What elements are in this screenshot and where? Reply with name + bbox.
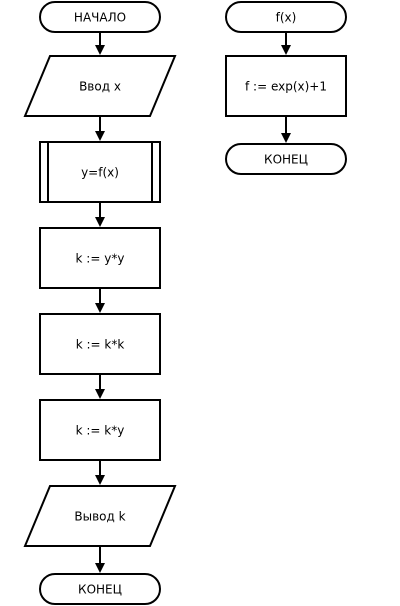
terminator-label: НАЧАЛО <box>74 11 126 25</box>
main-step2-block: k := k*k <box>39 313 161 375</box>
step1-label: k := y*y <box>76 252 125 266</box>
process-shape <box>39 313 161 375</box>
terminator-shape <box>39 1 161 33</box>
terminator-shape <box>225 1 347 33</box>
terminator-label: КОНЕЦ <box>264 153 308 167</box>
output-parallelogram <box>23 485 177 547</box>
input-label: Ввод x <box>79 80 121 94</box>
call-label: y=f(x) <box>81 166 119 180</box>
arrowhead-input <box>95 45 105 55</box>
arrowhead-fstep <box>281 45 291 55</box>
terminator-shape <box>39 573 161 605</box>
function-connectors <box>281 32 291 143</box>
main-connectors <box>95 32 105 573</box>
main-call-block: y=f(x) <box>39 141 161 203</box>
arrowhead-output <box>95 475 105 485</box>
process-shape <box>225 55 347 117</box>
fstep1-label: f := exp(x)+1 <box>245 80 327 94</box>
terminator-label: f(x) <box>276 11 297 25</box>
function-start-terminator: f(x) <box>225 1 347 33</box>
main-step3-block: k := k*y <box>39 399 161 461</box>
main-output-block: Вывод k <box>23 485 177 547</box>
terminator-shape <box>225 143 347 175</box>
main-end-terminator: КОНЕЦ <box>39 573 161 605</box>
output-label: Вывод k <box>74 510 125 524</box>
terminator-label: КОНЕЦ <box>78 583 122 597</box>
arrowhead-step2 <box>95 303 105 313</box>
process-shape <box>39 227 161 289</box>
arrowhead-end <box>95 563 105 573</box>
main-start-terminator: НАЧАЛО <box>39 1 161 33</box>
arrowhead-step3 <box>95 389 105 399</box>
arrowhead-step1 <box>95 217 105 227</box>
predefined-process-shape <box>39 141 161 203</box>
function-step1-block: f := exp(x)+1 <box>225 55 347 117</box>
main-input-block: Ввод x <box>23 55 177 117</box>
input-parallelogram <box>23 55 177 117</box>
step2-label: k := k*k <box>76 338 125 352</box>
arrowhead-call <box>95 131 105 141</box>
main-step1-block: k := y*y <box>39 227 161 289</box>
step3-label: k := k*y <box>76 424 125 438</box>
arrowhead-fend <box>281 133 291 143</box>
function-end-terminator: КОНЕЦ <box>225 143 347 175</box>
process-shape <box>39 399 161 461</box>
